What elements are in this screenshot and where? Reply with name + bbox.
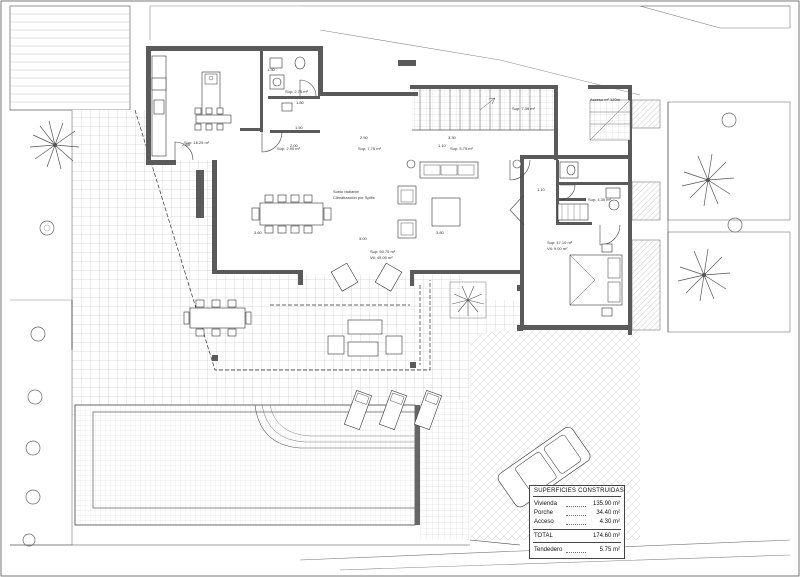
living-area-label: Sup: 50.75 m²	[370, 249, 396, 254]
dimension-labels: 1.50 1.80 2.50 3.30 1.10 2.00 3.60 3.80 …	[182, 67, 546, 241]
surface-label: Porche	[534, 510, 554, 516]
surface-value: 135.90 m²	[592, 501, 620, 507]
secondary-stair	[589, 99, 631, 141]
dim-label: 1.10	[438, 143, 447, 148]
coffee-table	[431, 197, 461, 227]
dim-label: 1.50	[295, 125, 304, 130]
surface-row: Acceso 4.30 m²	[534, 518, 620, 526]
surface-value: 34.40 m²	[596, 510, 620, 516]
dim-label: 1.30	[267, 67, 276, 72]
dim-label: 2.50	[360, 135, 369, 140]
surface-label: Acceso	[534, 519, 554, 525]
surface-extra-value: 5.75 m²	[599, 547, 620, 553]
sofa	[419, 161, 479, 179]
shrub-icon	[25, 440, 41, 456]
neighbour-roof-left	[9, 5, 131, 111]
armchair-icon	[397, 185, 417, 205]
lamp-icon	[406, 159, 522, 169]
surface-total-label: TOTAL	[534, 533, 553, 539]
floor-heating-label: Suelo radiante	[333, 189, 360, 194]
palm-tree-icon	[681, 153, 735, 207]
stair-upper-area-label: Sup: 7.39 m²	[512, 106, 536, 111]
dashed-boundary	[134, 109, 431, 371]
dim-label: 3.30	[448, 135, 457, 140]
house-walls	[146, 46, 632, 368]
swimming-pool	[74, 404, 420, 526]
dim-label: 1.80	[296, 100, 305, 105]
shrub-icon	[30, 326, 46, 342]
right-garden	[631, 99, 791, 333]
surface-total-row: TOTAL 174.60 m²	[534, 532, 620, 540]
dim-label: 3.00	[359, 236, 368, 241]
shrub-icon	[39, 220, 55, 236]
site-lines	[10, 539, 791, 571]
dim-label: 3.80	[436, 230, 445, 235]
surface-label: Vivienda	[534, 501, 557, 507]
outdoor-lounge	[327, 319, 403, 357]
shrub-icon	[22, 533, 36, 547]
bedroom-wardrobe-label: Vtl: 9.00 m²	[547, 246, 568, 251]
bath1-area-label: Sup: 2.75 m²	[285, 89, 309, 94]
armchair-icon	[397, 219, 417, 239]
palm-tree-icon	[449, 281, 487, 319]
dim-label: 3.60	[254, 230, 263, 235]
bathroom-fixtures	[269, 56, 306, 112]
stair-area-label: Sup: 5.75 m²	[450, 146, 474, 151]
dining-table	[251, 194, 332, 234]
living-sub-label: Vtl: 45.00 m²	[370, 255, 393, 260]
sun-lounger-icon	[413, 389, 443, 431]
shrub-icon	[721, 112, 737, 128]
surface-total-value: 174.60 m²	[592, 533, 620, 539]
hall-area-label: Sup: 7.75 m²	[358, 146, 382, 151]
surface-extra-label: Tendedero	[534, 547, 563, 553]
kitchen-table	[194, 107, 232, 131]
armchair-icon	[330, 262, 359, 292]
splits-label: Climatización por Splits	[333, 195, 375, 200]
double-bed	[569, 243, 623, 317]
bathroom-fixtures	[559, 161, 621, 211]
staircase	[412, 89, 555, 131]
dim-label: 1.10	[537, 187, 546, 192]
car-icon	[497, 426, 591, 508]
palm-tree-icon	[677, 248, 731, 302]
neighbour-top-right	[149, 5, 791, 96]
palm-tree-icon	[29, 120, 80, 170]
kitchen-area-label: Sup: 18.25 m²	[184, 140, 210, 145]
shrub-icon	[25, 489, 41, 505]
surface-table-title: SUPERFICIES CONSTRUIDAS	[534, 488, 624, 494]
shrub-icon	[27, 389, 43, 405]
door-swings	[174, 79, 621, 246]
surface-row: Porche 34.40 m²	[534, 509, 620, 517]
top-right-note: Acceso m² 130m	[590, 97, 621, 102]
wc-area-label: Sup: 2.90 m²	[277, 146, 301, 151]
armchair-icon	[374, 262, 403, 292]
wardrobe	[557, 203, 589, 221]
outdoor-dining	[183, 299, 252, 337]
sun-lounger-icon	[378, 389, 408, 431]
surface-value: 4.30 m²	[599, 519, 620, 525]
room-labels: Sup: 18.25 m² Sup: 2.75 m² Sup: 2.90 m² …	[184, 89, 621, 260]
sun-lounger-icon	[343, 389, 373, 431]
surface-table: SUPERFICIES CONSTRUIDAS Vivienda 135.90 …	[529, 485, 625, 559]
surface-extra-row: Tendedero 5.75 m²	[534, 546, 620, 554]
surface-row: Vivienda 135.90 m²	[534, 500, 620, 508]
bath2-area-label: Sup: 4.30 m²	[588, 197, 612, 202]
bedroom-area-label: Sup: 17.10 m²	[547, 240, 573, 245]
dim-label: 2.00	[290, 143, 299, 148]
dim-label: 2.85	[182, 142, 191, 147]
